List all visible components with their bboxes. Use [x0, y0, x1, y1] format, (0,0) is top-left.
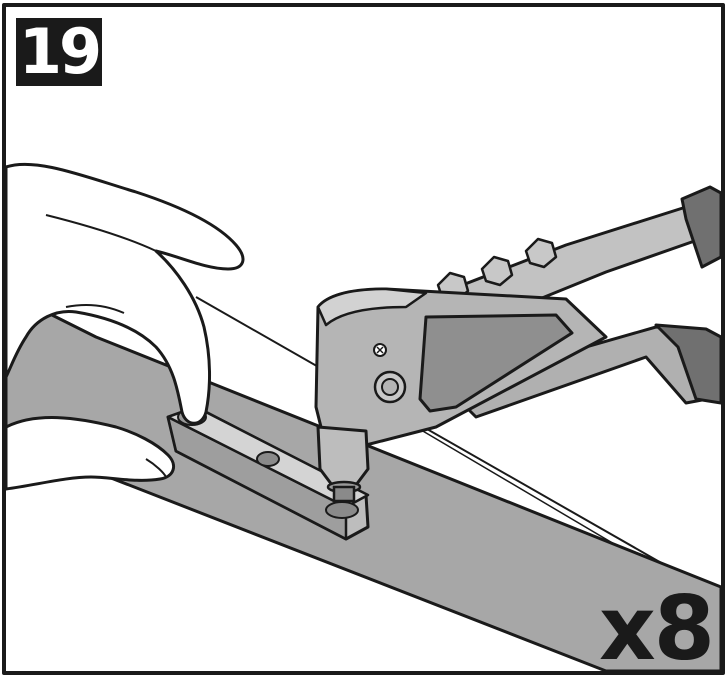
- spare-nozzle-icon: [436, 237, 558, 303]
- assembly-illustration: [6, 162, 721, 671]
- hand-icon: [6, 162, 245, 491]
- screw-icon: [373, 343, 407, 404]
- quantity-multiplier: x8: [599, 585, 715, 672]
- step-number-badge: 19: [16, 18, 102, 86]
- instruction-panel: 19 x8: [2, 3, 725, 675]
- quantity-text: x8: [599, 577, 715, 675]
- bracket-plate-icon: [166, 405, 370, 541]
- hand-riveter-icon: [314, 185, 721, 503]
- step-number: 19: [18, 15, 102, 88]
